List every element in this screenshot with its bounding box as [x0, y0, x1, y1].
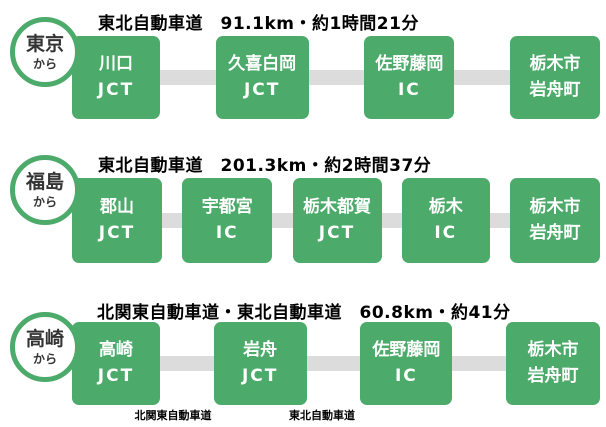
route-connector — [162, 213, 183, 228]
origin-suffix: から — [32, 56, 57, 71]
stop-name-line1: 栃木市 — [529, 197, 581, 217]
stop-box: 久喜白岡 JCT — [215, 36, 309, 119]
route-connector — [308, 70, 365, 85]
route-connector — [381, 213, 402, 228]
stop-name-line2: JCT — [243, 79, 281, 100]
stop-name-line2: IC — [394, 365, 418, 386]
stop-name-line1: 岩舟 — [243, 340, 278, 360]
origin-name: 高崎 — [25, 327, 64, 350]
stop-box: 高崎 JCT — [72, 322, 160, 405]
stop-name-line1: 栃木市 — [527, 340, 579, 360]
stop-box: 栃木市岩舟町 — [510, 178, 600, 263]
stop-box: 栃木都賀 JCT — [292, 178, 382, 263]
stop-name-line2: 岩舟町 — [527, 365, 579, 386]
origin-suffix: から — [32, 194, 57, 209]
stop-name-line1: 栃木市 — [529, 54, 581, 74]
route-connector — [452, 356, 507, 371]
origin-suffix: から — [32, 351, 57, 366]
stop-name-line2: 岩舟町 — [529, 222, 581, 243]
origin-badge: 高崎から — [10, 312, 80, 382]
stop-box: 佐野藤岡 IC — [364, 36, 455, 119]
stop-name-line2: IC — [434, 222, 458, 243]
route-strip: 高崎 JCT 岩舟 JCT 佐野藤岡 IC 栃木市岩舟町 — [72, 322, 601, 405]
stop-name-line1: 久喜白岡 — [228, 54, 297, 74]
stop-name-line1: 郡山 — [100, 197, 134, 217]
stop-box: 栃木市岩舟町 — [506, 322, 601, 405]
stop-name-line2: JCT — [97, 365, 135, 386]
route-header: 東北自動車道 201.3km・約2時間37分 — [98, 156, 432, 176]
route-header: 東北自動車道 91.1km・約1時間21分 — [98, 14, 419, 34]
stop-name-line2: JCT — [318, 222, 356, 243]
stop-box: 宇都宮 IC — [182, 178, 273, 263]
origin-badge: 福島から — [10, 155, 80, 225]
stop-name-line2: JCT — [97, 79, 135, 100]
stop-name-line2: IC — [215, 222, 239, 243]
stop-box: 川口 JCT — [72, 36, 160, 119]
stop-name-line1: 宇都宮 — [201, 197, 253, 217]
route-connector — [489, 213, 510, 228]
origin-name: 東京 — [25, 32, 64, 55]
stop-name-line1: 佐野藤岡 — [375, 54, 444, 74]
stop-name-line2: IC — [397, 79, 421, 100]
stop-box: 岩舟 JCT — [213, 322, 307, 405]
stop-name-line1: 栃木都賀 — [303, 197, 371, 217]
stop-name-line1: 高崎 — [99, 340, 133, 360]
route-connector — [160, 70, 216, 85]
route-connector — [454, 70, 511, 85]
route-connector — [306, 356, 361, 371]
stop-name-line1: 佐野藤岡 — [372, 340, 441, 360]
route-connector — [272, 213, 293, 228]
origin-name: 福島 — [25, 170, 64, 193]
route-connector — [160, 356, 214, 371]
route-header: 北関東自動車道・東北自動車道 60.8km・約41分 — [97, 303, 511, 323]
stop-name-line1: 栃木 — [428, 197, 463, 217]
stop-box: 栃木市岩舟町 — [510, 36, 601, 119]
route-strip: 川口 JCT 久喜白岡 JCT 佐野藤岡 IC 栃木市岩舟町 — [72, 36, 601, 119]
stop-name-line2: 岩舟町 — [529, 79, 581, 100]
highway-label: 北関東自動車道 — [134, 409, 212, 422]
stop-box: 栃木 IC — [401, 178, 490, 263]
highway-label: 東北自動車道 — [289, 409, 355, 422]
stop-name-line2: JCT — [98, 222, 136, 243]
stop-name-line2: JCT — [241, 365, 279, 386]
stop-box: 佐野藤岡 IC — [360, 322, 453, 405]
origin-badge: 東京から — [10, 17, 80, 87]
stop-name-line1: 川口 — [99, 54, 133, 74]
stop-box: 郡山 JCT — [72, 178, 162, 263]
route-strip: 郡山 JCT 宇都宮 IC 栃木都賀 JCT 栃木 IC 栃木市岩舟町 — [72, 178, 600, 263]
